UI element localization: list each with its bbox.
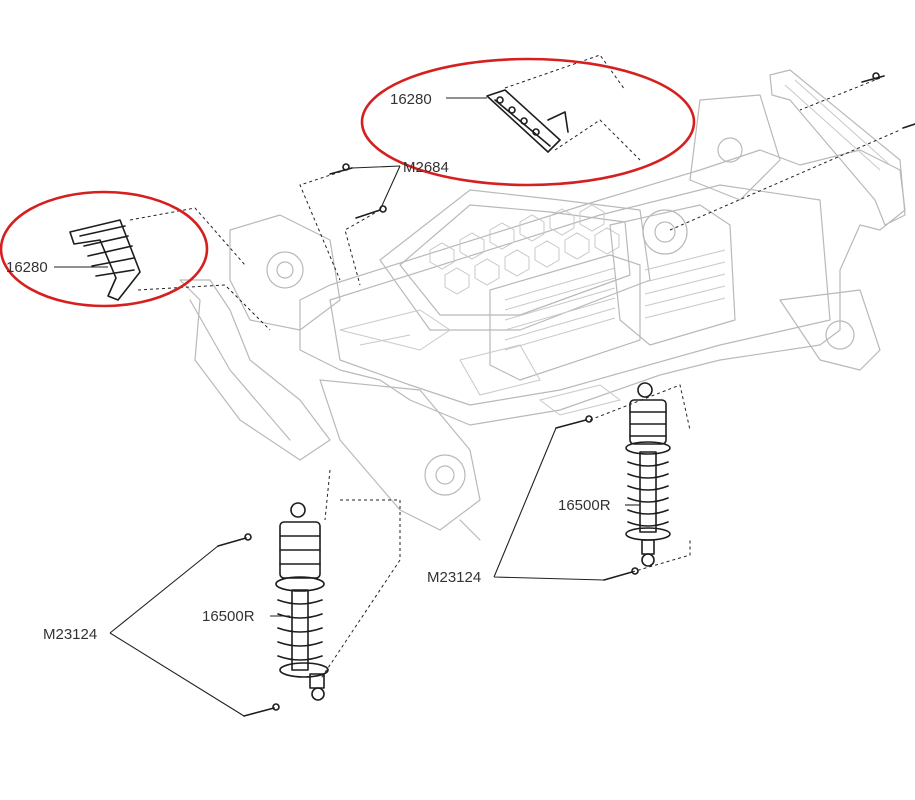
part-16280-left — [69, 219, 141, 301]
callout-16280-left: 16280 — [6, 259, 48, 276]
callout-m23124-left: M23124 — [43, 626, 97, 643]
callout-m23124-right: M23124 — [427, 569, 481, 586]
callout-16500r-right: 16500R — [558, 497, 611, 514]
assembly-guide-lines — [129, 54, 901, 681]
leader-lines — [54, 97, 640, 717]
callout-m2684: M2684 — [403, 159, 449, 176]
highlight-circle-top — [360, 57, 696, 187]
chassis-line-art — [179, 69, 906, 541]
callout-16500r-left: 16500R — [202, 608, 255, 625]
callout-16280-top: 16280 — [390, 91, 432, 108]
part-16280-top — [486, 89, 569, 153]
highlight-circle-left — [0, 190, 209, 308]
shock-16500R-right — [625, 382, 671, 567]
shock-16500R-left — [275, 502, 329, 701]
